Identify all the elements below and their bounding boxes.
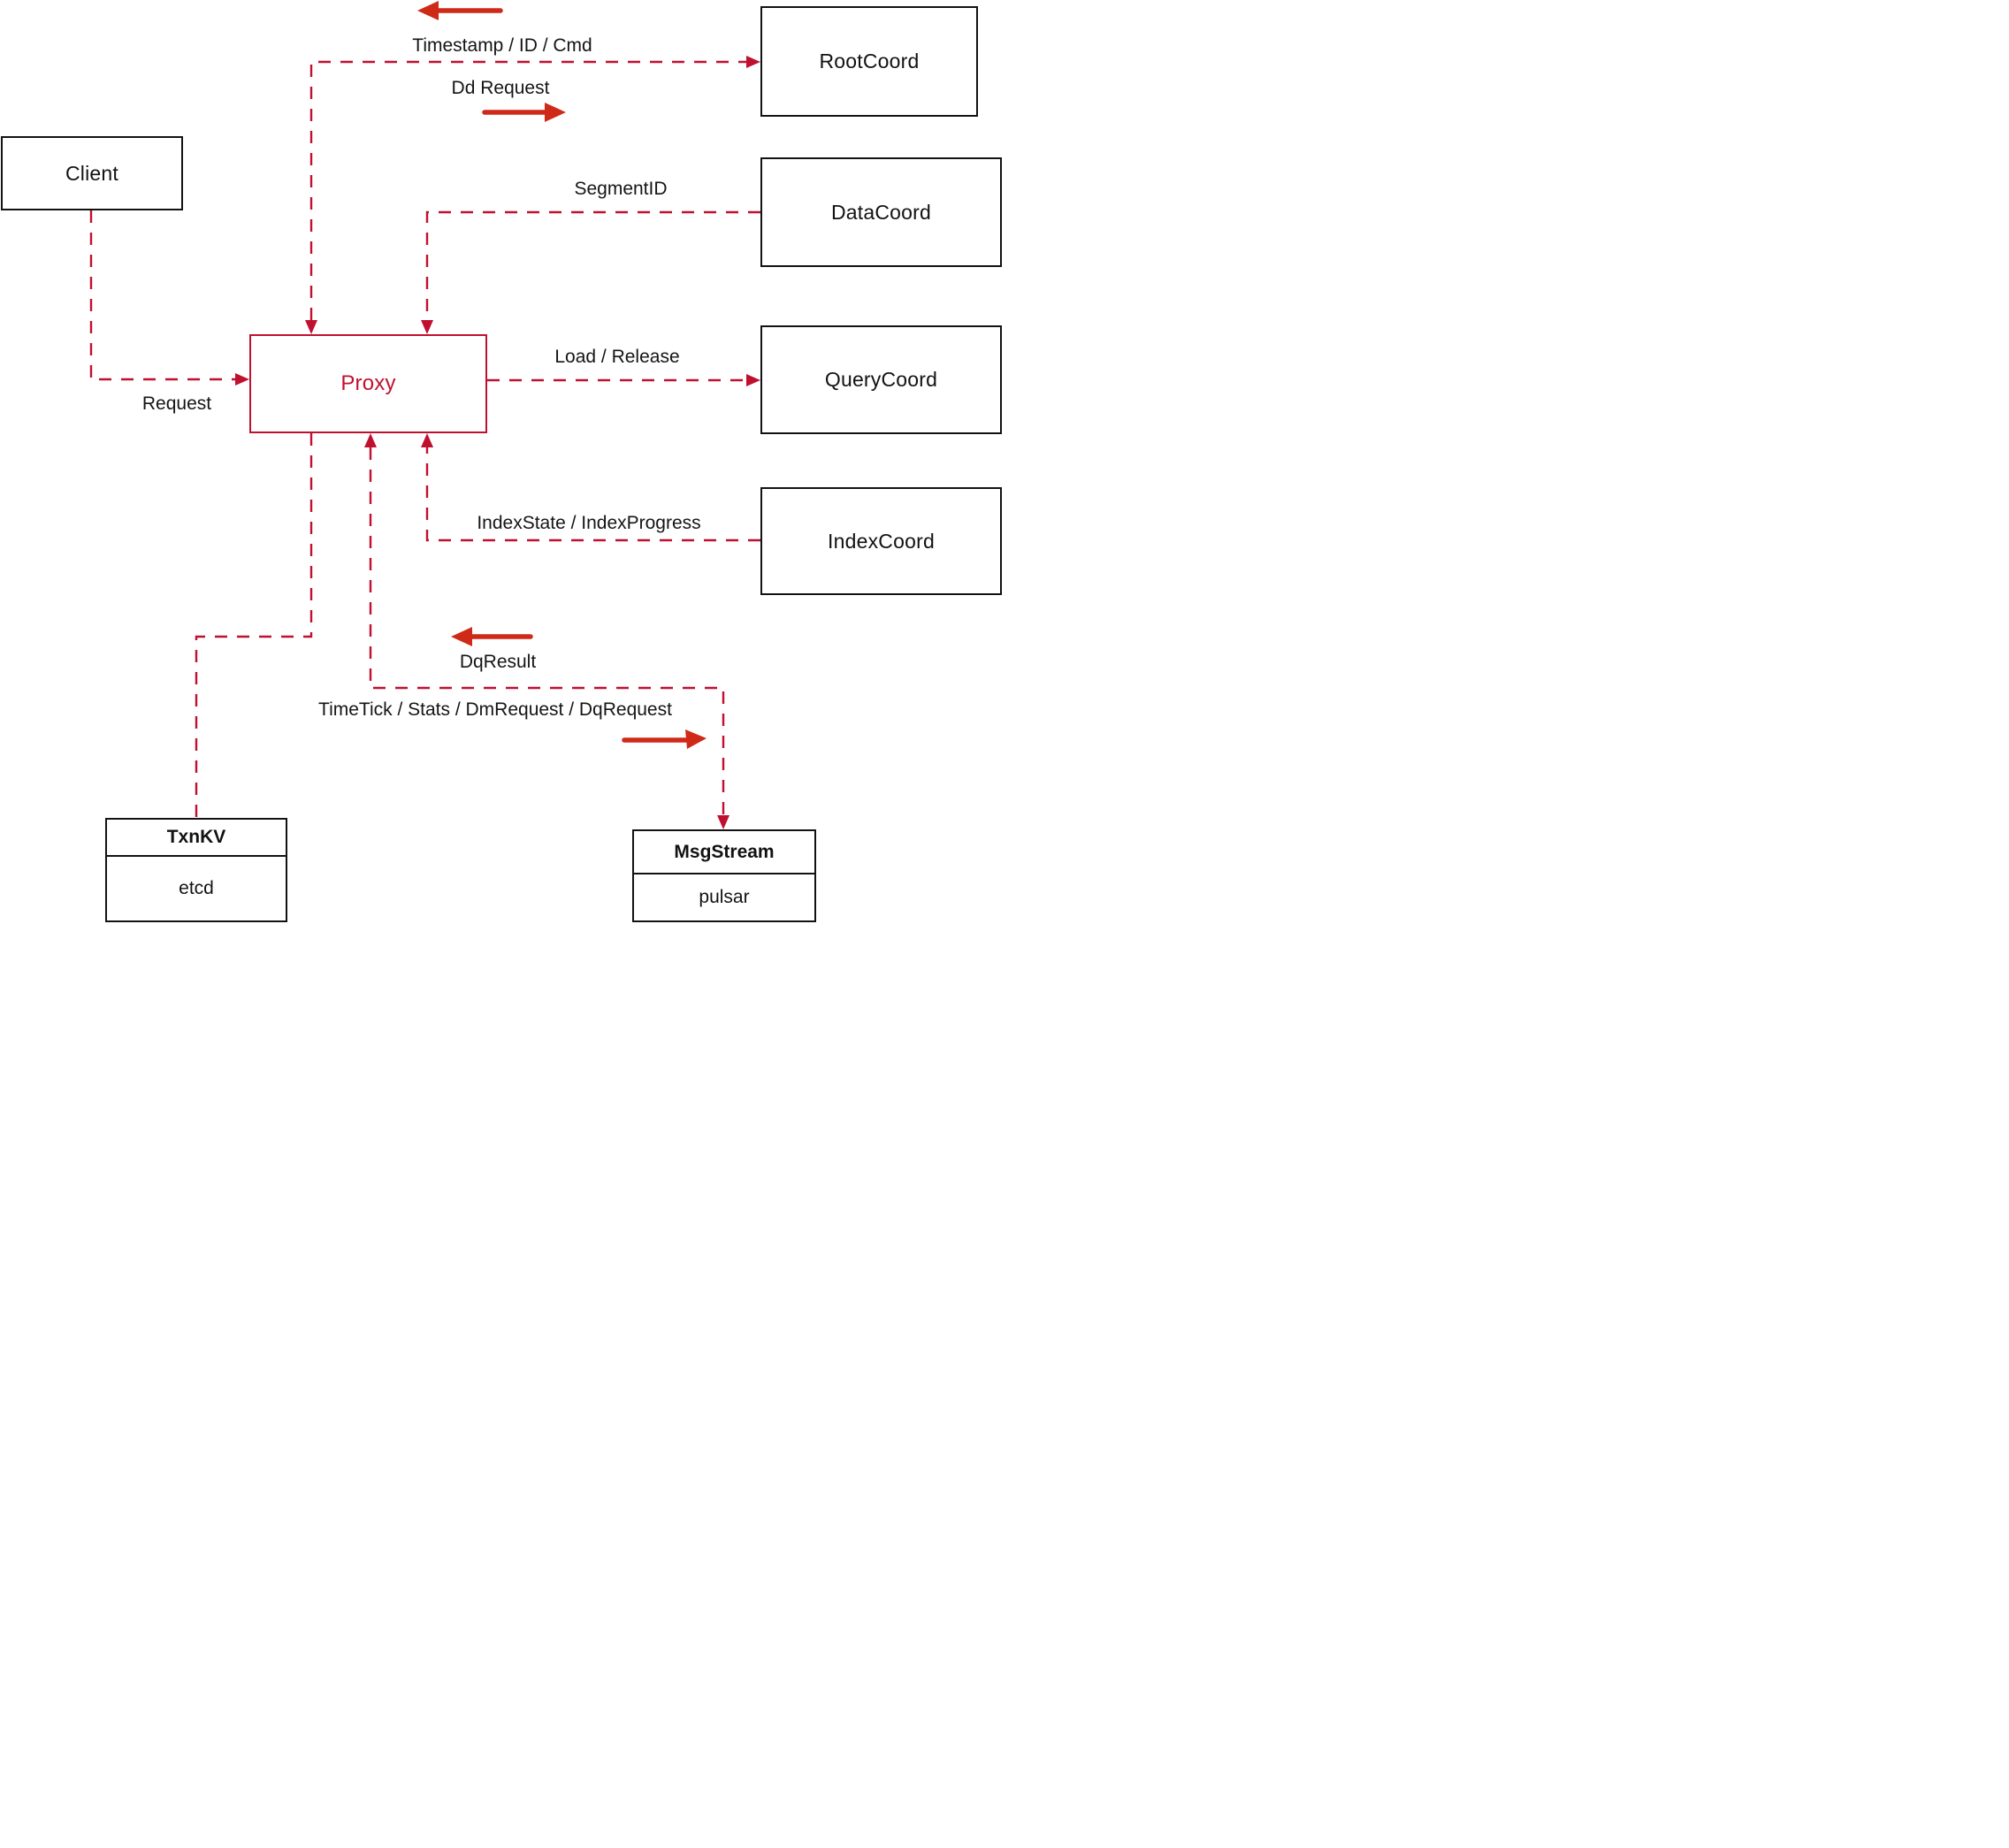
arrow-timetick-direction-icon: [622, 729, 707, 749]
edge-label-segmentid: SegmentID: [574, 179, 668, 199]
edge-indexcoord-proxy: [421, 433, 760, 542]
node-rootcoord: RootCoord: [760, 6, 978, 117]
node-txnkv: TxnKV etcd: [105, 818, 287, 922]
node-datacoord-label: DataCoord: [830, 200, 932, 224]
node-client-label: Client: [65, 161, 118, 185]
node-rootcoord-label: RootCoord: [819, 50, 920, 73]
node-client: Client: [1, 136, 183, 210]
edge-label-request: Request: [141, 393, 212, 414]
node-querycoord: QueryCoord: [760, 325, 1002, 434]
node-msgstream: MsgStream pulsar: [632, 829, 816, 922]
arrow-dd-request-direction-icon: [482, 103, 566, 122]
edge-proxy-rootcoord: [305, 56, 760, 334]
edge-label-timetick: TimeTick / Stats / DmRequest / DqRequest: [318, 699, 672, 720]
edge-label-load-release: Load / Release: [554, 347, 680, 367]
edge-client-proxy: [89, 210, 249, 386]
node-msgstream-title: MsgStream: [634, 831, 814, 874]
architecture-diagram: Client RootCoord DataCoord QueryCoord In…: [0, 0, 1004, 924]
node-proxy: Proxy: [249, 334, 487, 433]
node-proxy-label: Proxy: [340, 371, 396, 395]
edge-label-timestamp-id-cmd: Timestamp / ID / Cmd: [412, 35, 592, 56]
node-msgstream-subtitle: pulsar: [699, 887, 750, 907]
node-txnkv-title: TxnKV: [107, 820, 286, 857]
edge-label-indexstate: IndexState / IndexProgress: [477, 513, 701, 533]
arrow-dqresult-direction-icon: [451, 627, 533, 646]
edge-proxy-querycoord: [487, 374, 760, 386]
edge-proxy-msgstream: [364, 433, 730, 829]
arrow-timestamp-direction-icon: [417, 1, 503, 20]
node-txnkv-subtitle: etcd: [179, 878, 214, 898]
edge-proxy-txnkv: [195, 433, 313, 818]
diagram-wires: [89, 1, 760, 829]
edge-datacoord-proxy: [421, 210, 760, 334]
node-querycoord-label: QueryCoord: [824, 368, 938, 391]
edge-label-dd-request: Dd Request: [451, 78, 550, 98]
edge-label-dqresult: DqResult: [459, 652, 537, 672]
node-indexcoord: IndexCoord: [760, 487, 1002, 595]
node-indexcoord-label: IndexCoord: [828, 529, 935, 553]
node-datacoord: DataCoord: [760, 157, 1002, 267]
